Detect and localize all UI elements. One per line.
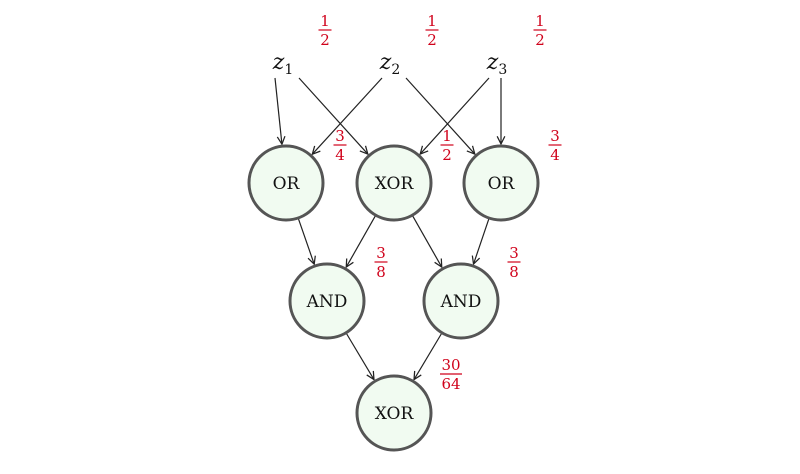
gate-g1-prob: 34 <box>333 127 347 164</box>
gate-g4-label: AND <box>306 292 348 312</box>
gate-g1-prob-denominator: 4 <box>335 146 345 164</box>
gate-g1: OR <box>247 144 325 222</box>
input-z3-subscript: 3 <box>498 62 507 78</box>
input-z2-subscript: 2 <box>391 62 400 78</box>
gate-g1-prob-numerator: 3 <box>335 127 345 145</box>
input-z3-prob-numerator: 1 <box>535 12 545 30</box>
gate-g4-prob: 38 <box>374 244 388 281</box>
gate-g4-prob-numerator: 3 <box>376 244 386 262</box>
gate-g6-circle <box>355 374 433 452</box>
edge-g2-g4 <box>346 214 377 267</box>
gate-g2-prob-numerator: 1 <box>442 127 452 145</box>
gate-g6: XOR <box>355 374 433 452</box>
gate-g2: XOR <box>355 144 433 222</box>
gate-g4-prob-denominator: 8 <box>376 263 386 281</box>
input-z1-prob-numerator: 1 <box>320 12 330 30</box>
gate-g3-prob: 34 <box>548 127 562 164</box>
input-z1-label: z1 <box>272 50 294 78</box>
gate-g5-label: AND <box>440 292 482 312</box>
input-z3-label: z3 <box>486 50 508 78</box>
gate-g3-prob-denominator: 4 <box>550 146 560 164</box>
input-z2-letter: z <box>379 50 392 75</box>
input-z2-label: z2 <box>379 50 401 78</box>
gate-g6-prob-denominator: 64 <box>441 375 460 393</box>
input-z3-prob: 12 <box>533 12 547 49</box>
gate-g4: AND <box>288 262 366 340</box>
edge-z2-g1 <box>312 77 383 154</box>
gate-g2-prob: 12 <box>440 127 454 164</box>
gate-g3-prob-numerator: 3 <box>550 127 560 145</box>
gate-g6-prob-numerator: 30 <box>441 356 460 374</box>
gate-g6-label: XOR <box>375 404 415 424</box>
input-z2-prob-denominator: 2 <box>427 31 437 49</box>
input-z3-letter: z <box>486 50 499 75</box>
edge-z3-g2 <box>420 77 490 154</box>
edge-z1-g2 <box>298 77 368 154</box>
edge-g5-g6 <box>414 332 443 380</box>
edge-g1-g4 <box>297 217 314 264</box>
gate-g5-prob-numerator: 3 <box>509 244 519 262</box>
gate-g5-circle <box>422 262 500 340</box>
input-z1-subscript: 1 <box>284 62 293 78</box>
edge-g2-g5 <box>411 214 441 267</box>
gate-g5: AND <box>422 262 500 340</box>
input-z2-prob-numerator: 1 <box>427 12 437 30</box>
gate-g4-circle <box>288 262 366 340</box>
gate-g5-prob: 38 <box>507 244 521 281</box>
edge-g4-g6 <box>345 332 374 380</box>
edge-z2-g3 <box>405 77 475 154</box>
edges <box>274 77 501 380</box>
input-z1-prob: 12 <box>318 12 332 49</box>
gate-g2-circle <box>355 144 433 222</box>
gate-g3-circle <box>462 144 540 222</box>
input-z1-prob-denominator: 2 <box>320 31 330 49</box>
input-z1-letter: z <box>272 50 285 75</box>
gate-g1-circle <box>247 144 325 222</box>
input-z3-prob-denominator: 2 <box>535 31 545 49</box>
input-z2-prob: 12 <box>425 12 439 49</box>
gate-g2-prob-denominator: 2 <box>442 146 452 164</box>
gate-g3: OR <box>462 144 540 222</box>
edge-z1-g1 <box>274 77 282 144</box>
edge-g3-g5 <box>474 217 490 264</box>
gate-g3-label: OR <box>488 174 516 194</box>
gate-g2-label: XOR <box>375 174 415 194</box>
gate-g1-label: OR <box>273 174 301 194</box>
gate-g5-prob-denominator: 8 <box>509 263 519 281</box>
